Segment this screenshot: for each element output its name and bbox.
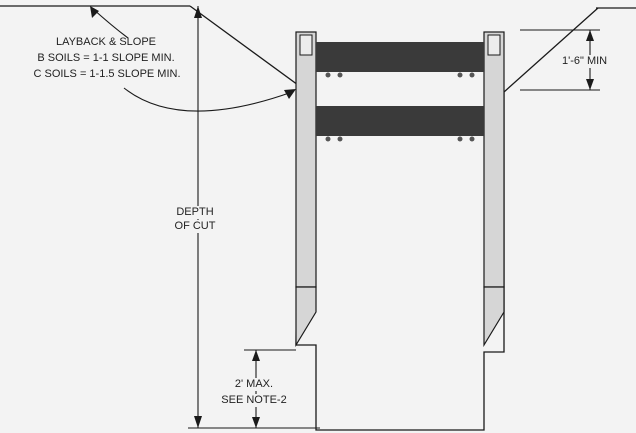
left-panel-cap	[299, 34, 313, 56]
clearance-label: 1'-6" MIN	[560, 55, 610, 68]
max-label-line1: 2' MAX.	[214, 378, 294, 391]
depth-arrow-bottom	[194, 416, 202, 428]
max-arrow-top	[252, 350, 260, 361]
left-panel-cutting-edge	[295, 286, 317, 348]
right-panel-cap	[487, 34, 501, 56]
c-soils-label: C SOILS = 1-1.5 SLOPE MIN.	[33, 68, 181, 80]
layback-arrow-top	[90, 6, 99, 18]
max-label-line2: SEE NOTE-2	[208, 394, 300, 407]
depth-label-line2: OF CUT	[160, 220, 230, 233]
layback-arrow-curve	[284, 89, 296, 99]
right-shoring-panel	[483, 31, 505, 288]
strut-pins	[325, 72, 475, 142]
layback-leader-curve	[123, 87, 293, 112]
clearance-arrow-bottom	[586, 79, 594, 90]
lower-strut	[316, 106, 484, 136]
right-panel-cutting-edge	[483, 286, 505, 348]
max-arrow-bottom	[252, 417, 260, 428]
depth-label-line1: DEPTH	[160, 206, 230, 219]
b-soils-label: B SOILS = 1-1 SLOPE MIN.	[37, 52, 175, 64]
clearance-arrow-top	[586, 30, 594, 41]
left-shoring-panel	[295, 31, 317, 288]
upper-strut	[316, 42, 484, 72]
layback-title: LAYBACK & SLOPE	[55, 36, 157, 48]
depth-arrow-top	[194, 6, 202, 18]
